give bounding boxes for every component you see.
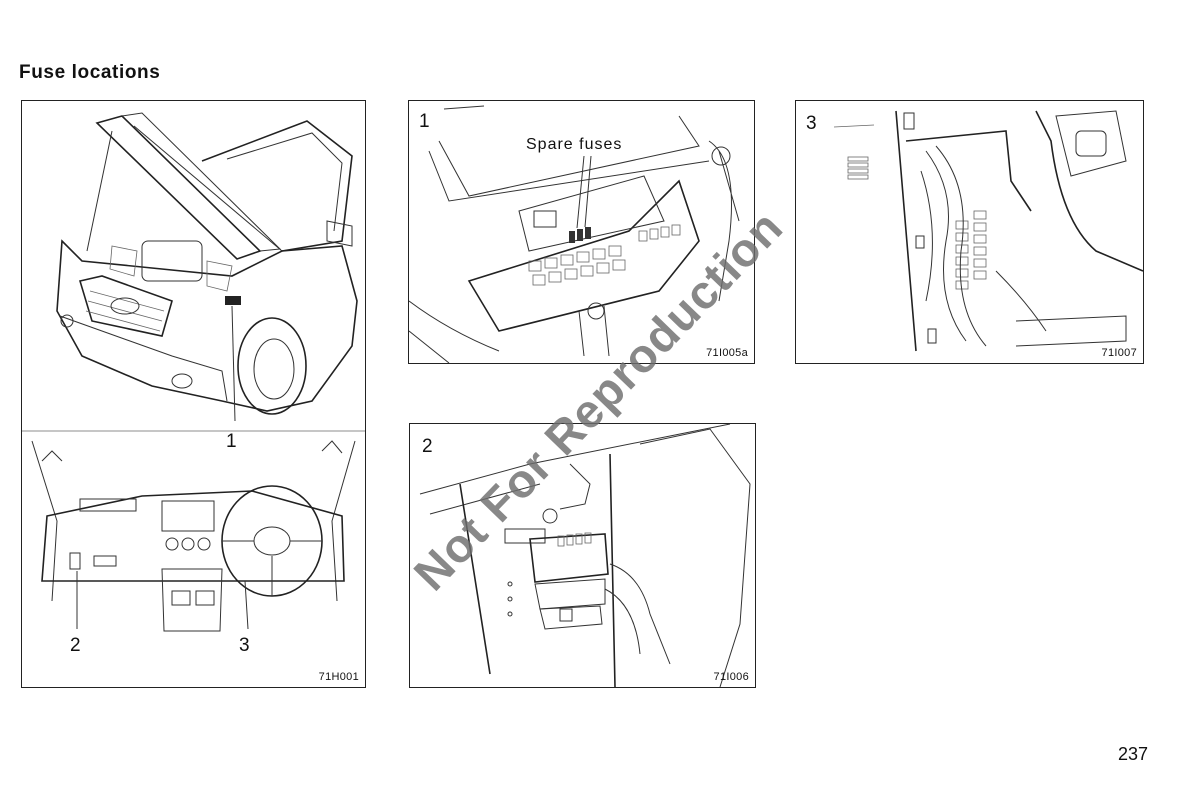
callout-2: 2	[70, 635, 81, 657]
overview-figure: 1 2 3 71H001	[21, 100, 366, 688]
spare-fuses-label: Spare fuses	[526, 136, 622, 154]
panel-number: 3	[806, 113, 817, 135]
figure-code: 71H001	[319, 671, 359, 683]
fuse-box-1-figure: 1 Spare fuses 71I005a	[408, 100, 755, 364]
panel-number: 2	[422, 436, 433, 458]
fuse-box-2-figure: 2 71I006	[409, 423, 756, 688]
steering-fuse-box-illustration	[796, 101, 1143, 363]
figure-code: 71I006	[714, 671, 749, 683]
page-title: Fuse locations	[19, 62, 160, 84]
vehicle-illustration	[22, 101, 365, 687]
callout-1: 1	[226, 431, 237, 453]
figure-code: 71I007	[1102, 347, 1137, 359]
page-number: 237	[1118, 744, 1148, 765]
figure-code: 71I005a	[706, 347, 748, 359]
panel-number: 1	[419, 111, 430, 133]
left-panel-fuse-box-illustration	[410, 424, 755, 687]
fuse-box-3-figure: 3 71I007	[795, 100, 1144, 364]
callout-3: 3	[239, 635, 250, 657]
